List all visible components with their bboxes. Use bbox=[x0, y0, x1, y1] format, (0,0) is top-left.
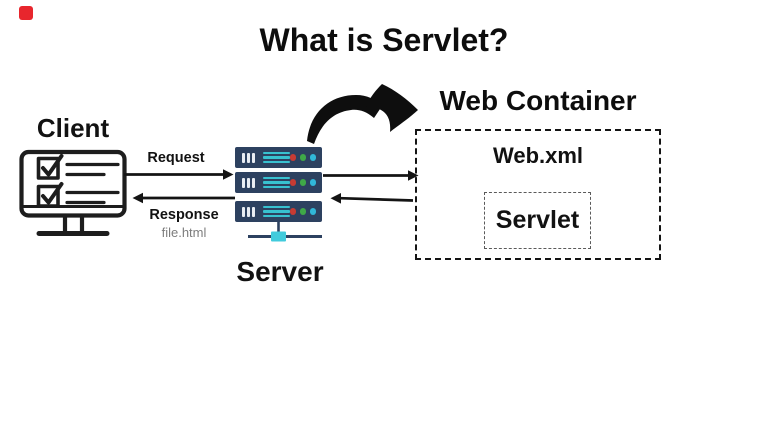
server-vent-bars bbox=[242, 152, 255, 163]
webxml-label: Web.xml bbox=[492, 143, 584, 168]
server-led-lights bbox=[289, 208, 316, 215]
checkmark-icon bbox=[41, 182, 64, 205]
response-arrow bbox=[132, 192, 235, 204]
container-to-server-arrow bbox=[330, 193, 414, 204]
network-node-icon bbox=[248, 222, 322, 242]
checklist-item-1 bbox=[36, 154, 120, 180]
server-rack-icon bbox=[235, 147, 322, 223]
server-unit bbox=[235, 201, 322, 222]
server-led-lights bbox=[289, 154, 316, 161]
checklist-item-2 bbox=[36, 182, 120, 208]
web-container-box: Web.xml Servlet bbox=[415, 129, 661, 260]
servlet-box: Servlet bbox=[484, 192, 591, 249]
client-label: Client bbox=[36, 113, 110, 143]
servlet-label: Servlet bbox=[495, 206, 580, 234]
server-data-lines bbox=[262, 151, 290, 164]
response-file-label: file.html bbox=[161, 225, 207, 240]
request-label: Request bbox=[147, 150, 205, 166]
client-monitor-icon bbox=[19, 149, 127, 236]
server-data-lines bbox=[262, 176, 290, 189]
web-container-label: Web Container bbox=[439, 85, 637, 116]
checkbox-icon bbox=[36, 156, 60, 180]
server-vent-bars bbox=[242, 177, 255, 188]
curved-arrow-icon bbox=[307, 84, 418, 144]
server-unit bbox=[235, 147, 322, 168]
checkmark-icon bbox=[41, 154, 64, 177]
server-to-container-arrow bbox=[323, 170, 419, 181]
response-label: Response bbox=[149, 207, 219, 223]
server-led-lights bbox=[289, 179, 316, 186]
diagram-title: What is Servlet? bbox=[259, 22, 509, 58]
server-label: Server bbox=[236, 256, 324, 287]
brand-badge bbox=[19, 6, 33, 20]
server-unit bbox=[235, 172, 322, 193]
checkbox-icon bbox=[36, 184, 60, 208]
server-data-lines bbox=[262, 205, 290, 218]
server-vent-bars bbox=[242, 206, 255, 217]
request-arrow bbox=[124, 169, 234, 180]
